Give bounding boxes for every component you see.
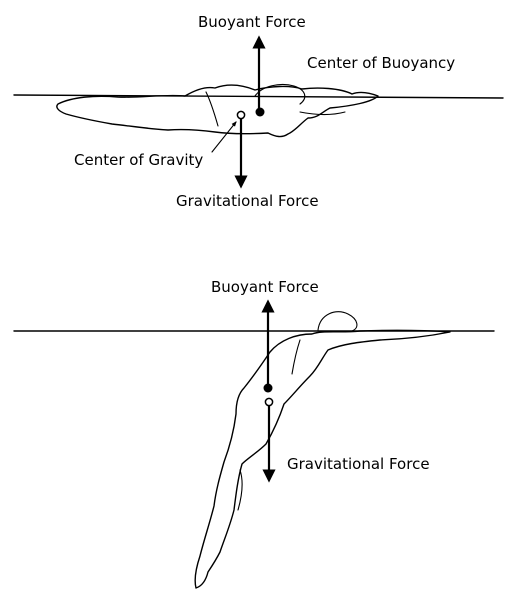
- top-swimmer-head: [254, 83, 306, 105]
- top-center-of-buoyancy-label: Center of Buoyancy: [307, 54, 455, 72]
- top-gravitational-force-label: Gravitational Force: [176, 192, 319, 210]
- bottom-gravitational-force-label: Gravitational Force: [287, 455, 430, 473]
- bottom-center-of-gravity-marker: [264, 397, 274, 407]
- bottom-swimmer-leg-line: [237, 469, 243, 511]
- bottom-buoyant-force-label: Buoyant Force: [211, 278, 319, 296]
- top-center-of-gravity-pointer: [211, 121, 237, 153]
- bottom-center-of-buoyancy-dot: [263, 383, 273, 393]
- top-swimmer-outline: [56, 84, 379, 138]
- top-center-of-buoyancy-dot: [255, 107, 265, 117]
- top-center-of-gravity-marker: [236, 110, 246, 120]
- top-center-of-gravity-label: Center of Gravity: [74, 151, 203, 169]
- bottom-swimmer-arm: [291, 339, 301, 375]
- bottom-diagram: Buoyant Force Gravitational Force: [13, 278, 495, 589]
- top-swimmer-arm: [205, 91, 219, 127]
- bottom-swimmer-outline: [194, 329, 451, 589]
- top-diagram: Buoyant Force Center of Buoyancy Center …: [13, 13, 504, 210]
- bottom-swimmer-head: [317, 311, 358, 332]
- top-swimmer-hand: [299, 111, 346, 116]
- top-buoyant-force-label: Buoyant Force: [198, 13, 306, 31]
